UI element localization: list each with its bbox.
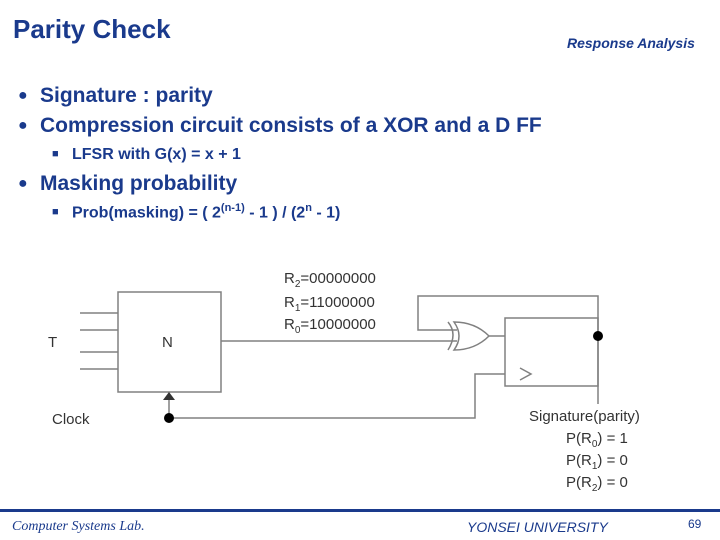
- register-r1: R1=11000000: [284, 294, 375, 314]
- prob-suffix: - 1): [311, 204, 341, 222]
- bullet-dot-icon: ●: [18, 175, 28, 192]
- prob-r0: P(R0) = 1: [566, 430, 628, 450]
- bullet-dot-icon: ●: [18, 117, 28, 134]
- bullet-text: Signature : parity: [40, 84, 213, 107]
- square-bullet-icon: ■: [52, 206, 59, 219]
- clock-label: Clock: [52, 411, 90, 428]
- register-r2: R2=00000000: [284, 270, 376, 290]
- clock-arrow-icon: [163, 392, 175, 400]
- clock-wire: [169, 373, 505, 419]
- bullet-dot-icon: ●: [18, 87, 28, 104]
- prob-r1: P(R1) = 0: [566, 452, 628, 472]
- xor-back-curve: [447, 321, 454, 351]
- footer-university: YONSEI UNIVERSITY: [467, 519, 608, 535]
- prob-middle: - 1 ) / (2: [244, 204, 306, 222]
- bullet-masking: ● Masking probability: [18, 172, 237, 196]
- sub-bullet-prob: ■ Prob(masking) = ( 2(n-1) - 1 ) / (2n - …: [52, 202, 340, 222]
- sub-bullet-text: LFSR with G(x) = x + 1: [72, 146, 241, 163]
- block-label: N: [162, 334, 173, 351]
- footer-divider: [0, 509, 720, 512]
- sub-bullet-lfsr: ■ LFSR with G(x) = x + 1: [52, 146, 241, 164]
- xor-gate-icon: [452, 321, 491, 351]
- bullet-compression: ● Compression circuit consists of a XOR a…: [18, 114, 542, 138]
- clock-triangle-icon: [519, 367, 533, 381]
- signature-label: Signature(parity): [529, 408, 640, 425]
- page-title: Parity Check: [13, 14, 171, 44]
- prob-r2: P(R2) = 0: [566, 474, 628, 494]
- page-number: 69: [688, 517, 702, 531]
- prob-exponent-2: n: [305, 202, 312, 214]
- prob-exponent-1: (n-1): [220, 202, 245, 214]
- square-bullet-icon: ■: [52, 148, 59, 160]
- input-label: T: [48, 334, 57, 351]
- bullet-text: Masking probability: [40, 172, 238, 195]
- circuit-block-n: [117, 291, 222, 393]
- prob-prefix: Prob(masking) = ( 2: [72, 204, 221, 222]
- footer-lab-name: Computer Systems Lab.: [12, 519, 145, 534]
- output-node-dot: [593, 331, 603, 341]
- clock-node-dot: [164, 413, 174, 423]
- bullet-signature: ● Signature : parity: [18, 84, 213, 108]
- d-flip-flop: [504, 317, 599, 387]
- register-r0: R0=10000000: [284, 316, 376, 336]
- section-subtitle: Response Analysis: [567, 35, 695, 51]
- bullet-text: Compression circuit consists of a XOR an…: [40, 114, 542, 137]
- feedback-wire: [417, 295, 599, 336]
